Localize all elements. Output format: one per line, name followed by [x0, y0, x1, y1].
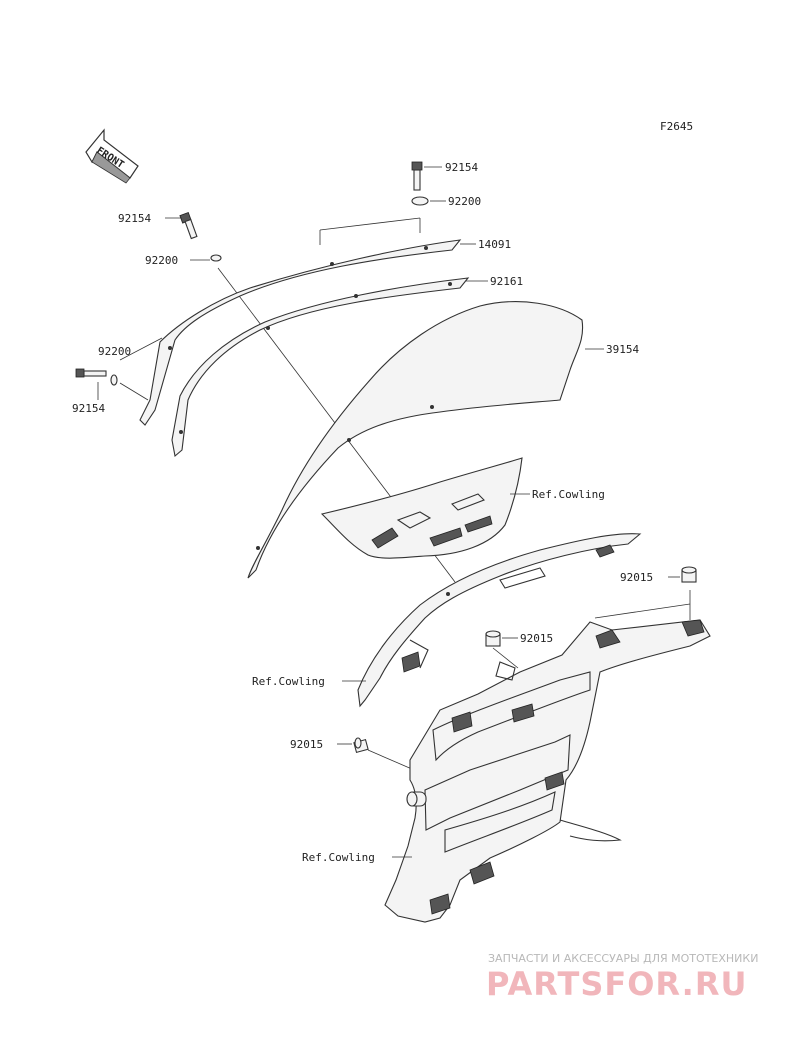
- callout-92154-lower: 92154: [72, 402, 105, 415]
- leader-c11b: [492, 647, 519, 669]
- watermark-brand: PARTSFOR.RU: [486, 965, 747, 1003]
- callout-92015-left: 92015: [290, 738, 323, 751]
- bolt-lower-left: [75, 368, 118, 386]
- callout-92154-left: 92154: [118, 212, 151, 225]
- leader-c10b: [594, 603, 691, 619]
- bracket-14091: [139, 239, 462, 426]
- watermark-tagline: ЗАПЧАСТИ И АКСЕССУАРЫ ДЛЯ МОТОТЕХНИКИ: [488, 952, 758, 965]
- leader-c9b: [119, 382, 149, 401]
- callout-92200-lower: 92200: [98, 345, 131, 358]
- cowling-middle: [357, 533, 642, 708]
- callout-92015-center: 92015: [520, 632, 553, 645]
- washer-top: [411, 196, 429, 206]
- figure-code: F2645: [660, 120, 693, 133]
- trim-92161: [171, 277, 470, 458]
- cowling-upper: [320, 457, 523, 559]
- leader-c7: [119, 337, 163, 361]
- grommet-left: [353, 737, 369, 754]
- callout-92161: 92161: [490, 275, 523, 288]
- bolt-top: [411, 161, 423, 191]
- ref-cowling-upper: Ref.Cowling: [532, 488, 605, 501]
- front-arrow-icon: FRONT: [85, 128, 139, 184]
- callout-92200-top: 92200: [448, 195, 481, 208]
- windshield-39154: [247, 301, 584, 579]
- callout-92154-top: 92154: [445, 161, 478, 174]
- washer-left: [210, 254, 222, 262]
- grommet-right: [681, 566, 697, 583]
- bolt-left: [179, 212, 198, 240]
- callout-92015-right: 92015: [620, 571, 653, 584]
- ref-cowling-frame: Ref.Cowling: [302, 851, 375, 864]
- cowling-frame: [384, 619, 711, 923]
- ref-cowling-middle: Ref.Cowling: [252, 675, 325, 688]
- leader-c4a: [319, 217, 421, 231]
- callout-39154: 39154: [606, 343, 639, 356]
- callout-14091: 14091: [478, 238, 511, 251]
- callout-92200-left: 92200: [145, 254, 178, 267]
- grommet-center: [485, 630, 501, 647]
